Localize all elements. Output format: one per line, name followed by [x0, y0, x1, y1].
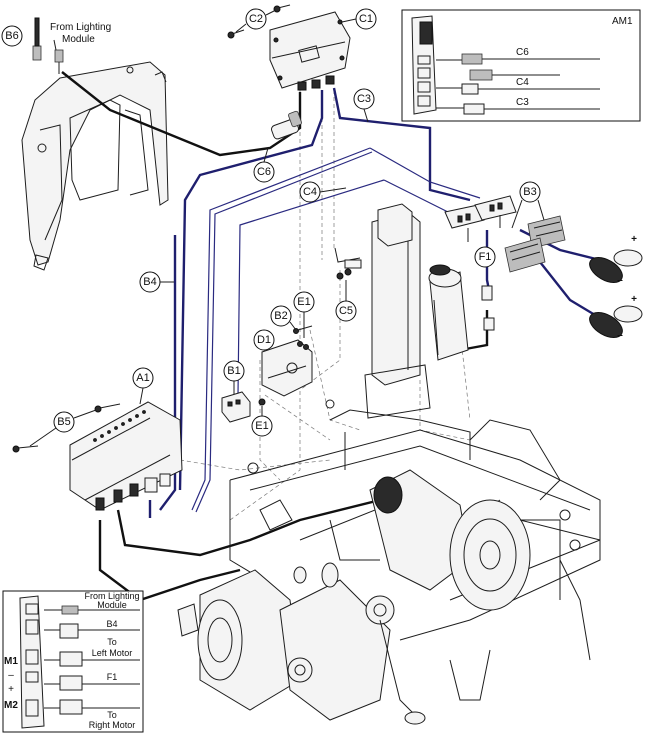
- b6-connector: [32, 17, 64, 74]
- svg-text:C4: C4: [303, 186, 317, 198]
- a1-inset-row3-line1: F1: [107, 672, 118, 682]
- callout-b4: B4: [139, 271, 161, 293]
- a1-controller: [69, 401, 183, 511]
- callout-e1-top: E1: [293, 291, 315, 313]
- a1-inset-row0-line1: From Lighting: [84, 591, 139, 601]
- right-motor: [369, 469, 561, 611]
- svg-text:E1: E1: [297, 296, 310, 308]
- c4-c3-connectors: [444, 195, 517, 242]
- top-minus-sign: –: [617, 275, 623, 286]
- callout-c3: C3: [353, 88, 375, 110]
- svg-text:C1: C1: [359, 13, 373, 25]
- svg-text:B2: B2: [274, 310, 287, 322]
- a1-inset-row2-line2: Left Motor: [92, 648, 133, 658]
- a1-inset: From Lighting Module B4 To Left Motor F1…: [2, 590, 144, 733]
- c1-module: [269, 11, 351, 91]
- a1-inset-row2-line1: To: [107, 637, 117, 647]
- svg-text:C2: C2: [249, 13, 263, 25]
- svg-text:C5: C5: [339, 305, 353, 317]
- callout-e1-bottom: E1: [251, 415, 273, 437]
- callout-b2: B2: [270, 305, 292, 327]
- svg-text:B6: B6: [5, 30, 18, 42]
- svg-text:B1: B1: [227, 365, 240, 377]
- a1-inset-minus: –: [8, 670, 14, 681]
- am1-title: AM1: [612, 16, 633, 27]
- c2-screws: [227, 4, 291, 39]
- svg-text:C3: C3: [357, 93, 371, 105]
- c6-inline-connector: [271, 110, 302, 140]
- from-lighting-text-2: Module: [62, 34, 95, 45]
- svg-text:A1: A1: [136, 372, 149, 384]
- b3-battery-connectors: [504, 215, 566, 273]
- callout-c6: C6: [253, 161, 275, 183]
- b5-screws: [12, 403, 121, 453]
- am1-label-c3: C3: [516, 97, 529, 108]
- svg-text:B5: B5: [57, 416, 70, 428]
- a1-inset-row0-line2: Module: [97, 600, 127, 610]
- a1-inset-row4-line1: To: [107, 710, 117, 720]
- d1-bracket: [261, 325, 313, 397]
- from-lighting-label: From Lighting Module: [50, 22, 111, 51]
- am1-label-c6: C6: [516, 47, 529, 58]
- callout-a1: A1: [132, 367, 154, 389]
- callouts: B6 C2 C1 C3 C6 C4 B3: [1, 8, 545, 447]
- callout-b1: B1: [223, 360, 245, 382]
- callout-b6: B6: [1, 25, 23, 47]
- top-plus-sign: +: [631, 234, 637, 245]
- callout-f1: F1: [474, 246, 496, 268]
- callout-b3: B3: [519, 181, 541, 203]
- callout-d1: D1: [253, 329, 275, 351]
- a1-inset-m1: M1: [4, 656, 18, 667]
- svg-text:F1: F1: [479, 251, 492, 263]
- callout-c1: C1: [355, 8, 377, 30]
- left-motor: [177, 562, 426, 725]
- b1-module: [221, 391, 266, 423]
- a1-inset-m2: M2: [4, 700, 18, 711]
- am1-label-c4: C4: [516, 77, 529, 88]
- callout-c4: C4: [299, 181, 321, 203]
- am1-inset: AM1 C6 C4 C3: [401, 9, 641, 122]
- a1-inset-row1-line1: B4: [106, 619, 117, 629]
- svg-text:D1: D1: [257, 334, 271, 346]
- svg-text:B4: B4: [143, 276, 156, 288]
- lighting-bracket: [21, 61, 169, 271]
- battery-terminals: + – + –: [589, 234, 643, 341]
- svg-text:E1: E1: [255, 420, 268, 432]
- actuator: [364, 203, 495, 419]
- svg-text:B3: B3: [523, 186, 536, 198]
- a1-inset-row4-line2: Right Motor: [89, 720, 136, 730]
- bottom-minus-sign: –: [617, 330, 623, 341]
- svg-text:C6: C6: [257, 166, 271, 178]
- a1-inset-plus: +: [8, 684, 14, 695]
- callout-b5: B5: [53, 411, 75, 433]
- from-lighting-text-1: From Lighting: [50, 22, 111, 33]
- c5-bracket: [334, 247, 362, 280]
- callout-c2: C2: [245, 8, 267, 30]
- bottom-plus-sign: +: [631, 294, 637, 305]
- harness-cables: [148, 87, 601, 518]
- callout-c5: C5: [335, 300, 357, 322]
